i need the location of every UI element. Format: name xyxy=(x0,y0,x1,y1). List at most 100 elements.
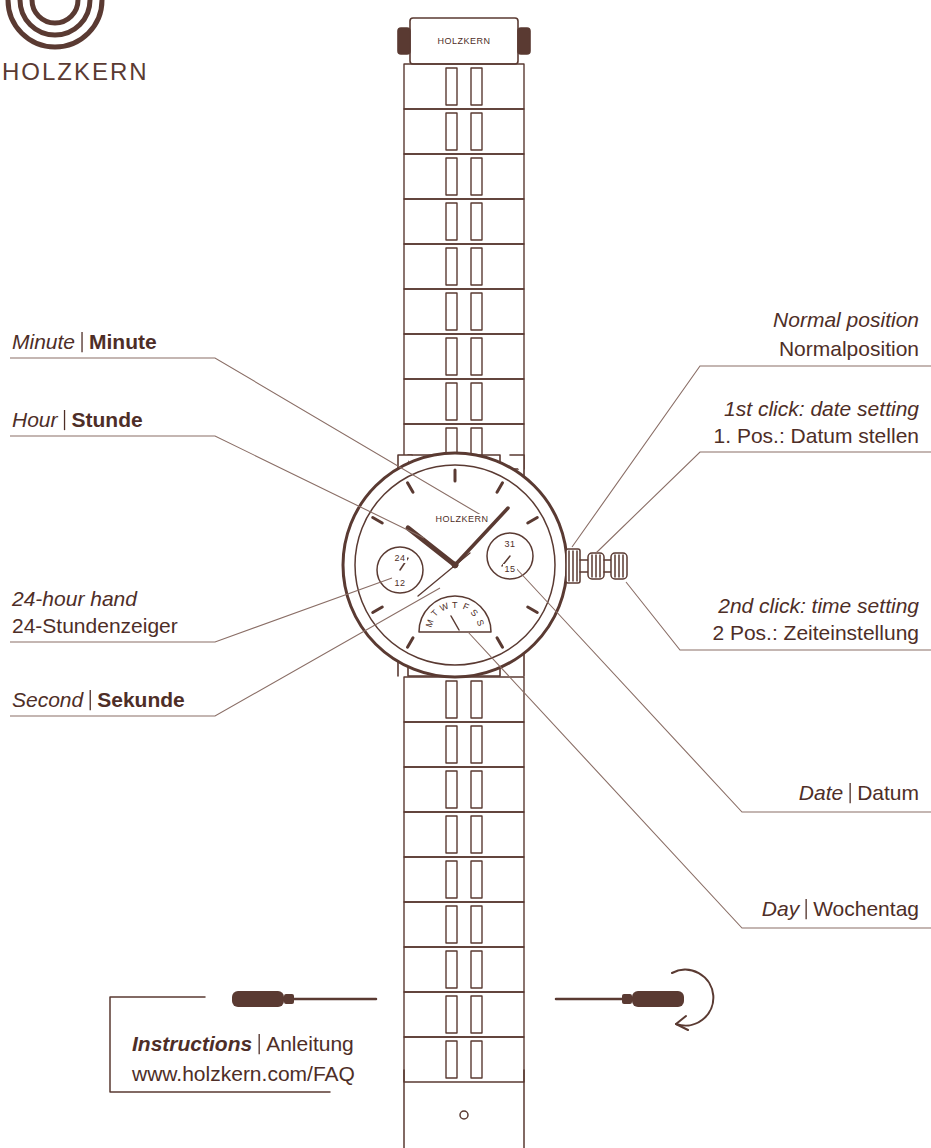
link-bar xyxy=(446,338,457,375)
watch-dial xyxy=(355,465,555,665)
crown-label-de: Normalposition xyxy=(779,337,919,361)
label-divider xyxy=(90,690,91,710)
link-bar xyxy=(446,861,457,898)
strap-clasp xyxy=(398,18,530,64)
brand-logo-text: HOLZKERN xyxy=(2,58,149,86)
part-label-en: Minute xyxy=(12,330,75,354)
link-bar xyxy=(446,681,457,718)
part-label-en: Hour xyxy=(12,408,58,432)
hand-pivot xyxy=(452,562,458,568)
strap-link xyxy=(404,244,524,289)
link-bar xyxy=(471,68,482,105)
label-divider xyxy=(81,332,82,352)
part-label-de: Wochentag xyxy=(813,897,919,921)
strap-link xyxy=(404,379,524,424)
link-bar xyxy=(471,996,482,1033)
crown xyxy=(566,549,627,583)
link-bar xyxy=(446,906,457,943)
link-bar xyxy=(471,681,482,718)
strap-link xyxy=(404,857,524,902)
part-label-de: 24-Stundenzeiger xyxy=(12,614,178,638)
link-bar xyxy=(471,771,482,808)
instructions-title-en: Instructions xyxy=(132,1032,252,1056)
subdial-24h xyxy=(377,547,423,593)
link-bar xyxy=(446,726,457,763)
watch-case xyxy=(343,453,567,677)
link-bar xyxy=(446,68,457,105)
logo-spiral xyxy=(8,0,102,47)
strap-link xyxy=(404,1037,524,1082)
day-window xyxy=(419,596,491,632)
link-bar xyxy=(446,248,457,285)
day-hand xyxy=(451,616,459,630)
instructions-title-de: Anleitung xyxy=(266,1032,354,1056)
part-label-de: Sekunde xyxy=(97,688,185,712)
part-label-en: Date xyxy=(799,781,843,805)
strap-link xyxy=(404,289,524,334)
link-bar xyxy=(471,338,482,375)
weekday-letter: T xyxy=(451,600,459,610)
strap-tail xyxy=(404,1070,524,1148)
part-label-en: Day xyxy=(762,897,799,921)
link-bar xyxy=(471,906,482,943)
link-bar xyxy=(446,113,457,150)
strap-link xyxy=(404,677,524,722)
crown-label-de: 1. Pos.: Datum stellen xyxy=(714,424,919,448)
hour-marker xyxy=(408,638,414,648)
hour-marker xyxy=(497,638,503,648)
link-bar xyxy=(471,203,482,240)
crown-label-en: 1st click: date setting xyxy=(724,397,919,421)
link-bar xyxy=(471,816,482,853)
link-bar xyxy=(446,816,457,853)
hour-marker xyxy=(528,518,538,524)
leader-lines xyxy=(10,358,931,928)
crown-label-en: 2nd click: time setting xyxy=(718,594,919,618)
link-bar xyxy=(471,113,482,150)
link-bar xyxy=(446,383,457,420)
hour-markers xyxy=(373,470,538,647)
link-bar xyxy=(471,158,482,195)
strap-link xyxy=(404,64,524,109)
strap-link xyxy=(404,947,524,992)
screwdriver-left xyxy=(232,991,376,1007)
crown-label-en: Normal position xyxy=(773,308,919,332)
subdial-number: 15 xyxy=(503,564,516,574)
link-bar xyxy=(446,203,457,240)
screwdriver-right xyxy=(556,991,684,1007)
link-bar xyxy=(446,158,457,195)
strap-link xyxy=(404,812,524,857)
label-divider xyxy=(849,783,850,803)
strap-link xyxy=(404,902,524,947)
strap-link xyxy=(404,722,524,767)
crown-label-de: 2 Pos.: Zeiteinstellung xyxy=(712,621,919,645)
label-divider xyxy=(64,410,65,430)
link-bar xyxy=(471,248,482,285)
link-bar xyxy=(446,293,457,330)
dial-brand: HOLZKERN xyxy=(434,514,489,524)
link-bar xyxy=(446,996,457,1033)
hour-marker xyxy=(528,607,538,613)
strap-link xyxy=(404,199,524,244)
label-divider xyxy=(259,1034,260,1054)
link-bar xyxy=(471,293,482,330)
hour-marker xyxy=(497,483,503,493)
hour-marker xyxy=(408,483,414,493)
subdial-number: 31 xyxy=(503,539,516,549)
part-label-de: Minute xyxy=(89,330,157,354)
link-bar xyxy=(471,726,482,763)
subdial-number: 24 xyxy=(393,553,406,563)
part-label-de: Stunde xyxy=(72,408,143,432)
hour-marker xyxy=(454,470,457,481)
strap-link xyxy=(404,109,524,154)
hour-marker xyxy=(373,518,383,524)
label-divider xyxy=(805,899,806,919)
link-bar xyxy=(471,383,482,420)
clasp-brand: HOLZKERN xyxy=(436,36,491,46)
second-hand xyxy=(418,553,470,596)
link-bar xyxy=(471,1041,482,1078)
link-bar xyxy=(471,861,482,898)
hour-marker xyxy=(373,607,383,613)
link-bar xyxy=(446,951,457,988)
rotation-arrow xyxy=(672,970,713,1030)
